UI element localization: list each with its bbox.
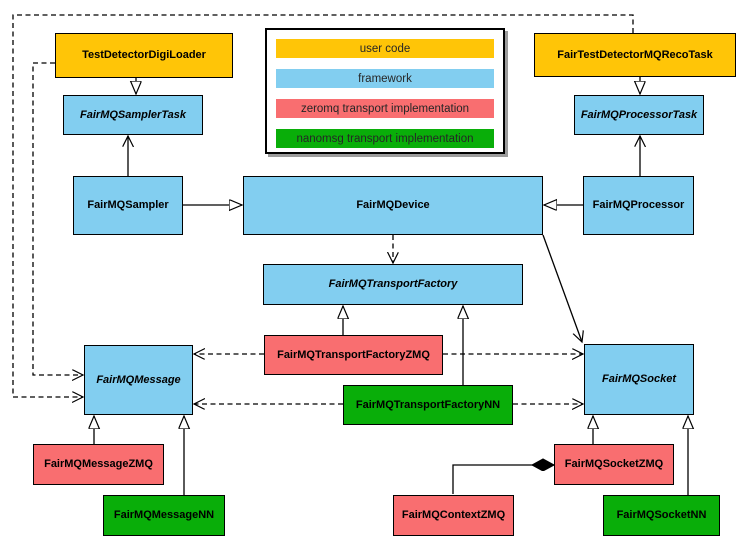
node-fairmq-sampler-task: FairMQSamplerTask (63, 95, 203, 135)
node-fairmq-message-zmq: FairMQMessageZMQ (33, 444, 164, 485)
node-fairmq-message-nn: FairMQMessageNN (103, 495, 225, 536)
node-fairmq-socket: FairMQSocket (584, 344, 694, 415)
legend-swatch-zeromq: zeromq transport implementation (276, 99, 494, 118)
node-fairmq-socket-nn: FairMQSocketNN (603, 495, 720, 536)
composition-socketzmq-contextzmq (452, 465, 554, 494)
node-test-detector-digi-loader: TestDetectorDigiLoader (55, 33, 233, 78)
legend-swatch-framework: framework (276, 69, 494, 88)
node-fairmq-sampler: FairMQSampler (73, 176, 183, 235)
node-fairmq-message: FairMQMessage (84, 345, 193, 415)
node-fairmq-processor-task: FairMQProcessorTask (574, 95, 704, 135)
node-fairmq-device: FairMQDevice (243, 176, 543, 235)
node-fairmq-processor: FairMQProcessor (583, 176, 694, 235)
node-fairmq-context-zmq: FairMQContextZMQ (393, 495, 514, 536)
node-fairmq-transport-factory: FairMQTransportFactory (263, 264, 523, 305)
node-fair-test-detector-mq-reco-task: FairTestDetectorMQRecoTask (534, 33, 736, 77)
node-fairmq-transport-factory-zmq: FairMQTransportFactoryZMQ (264, 335, 443, 375)
node-fairmq-transport-factory-nn: FairMQTransportFactoryNN (343, 385, 513, 425)
legend-swatch-nanomsg: nanomsg transport implementation (276, 129, 494, 148)
assoc-fairmqdevice-to-fairmqsocket (542, 234, 582, 342)
node-fairmq-socket-zmq: FairMQSocketZMQ (554, 444, 674, 485)
legend-swatch-user-code: user code (276, 39, 494, 58)
legend: user code framework zeromq transport imp… (265, 28, 505, 154)
